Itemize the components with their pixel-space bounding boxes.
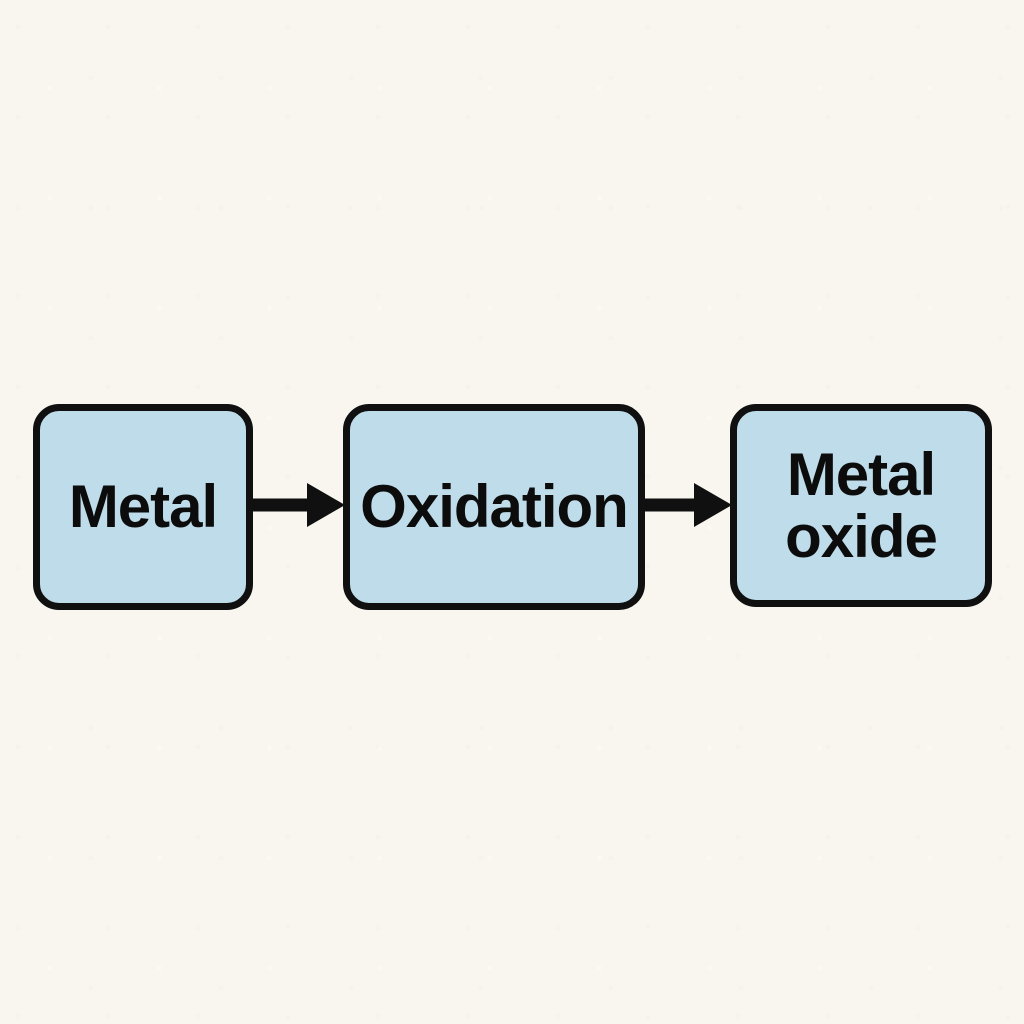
- node-metal-oxide-label: Metal oxide: [785, 441, 938, 570]
- arrow-right-icon: [249, 483, 345, 527]
- node-oxidation: Oxidation: [343, 404, 645, 610]
- node-metal: Metal: [33, 404, 253, 610]
- arrow-right-icon: [641, 483, 732, 527]
- node-metal-label: Metal: [68, 473, 218, 541]
- node-oxidation-label: Oxidation: [360, 473, 629, 541]
- node-metal-oxide: Metal oxide: [730, 404, 992, 607]
